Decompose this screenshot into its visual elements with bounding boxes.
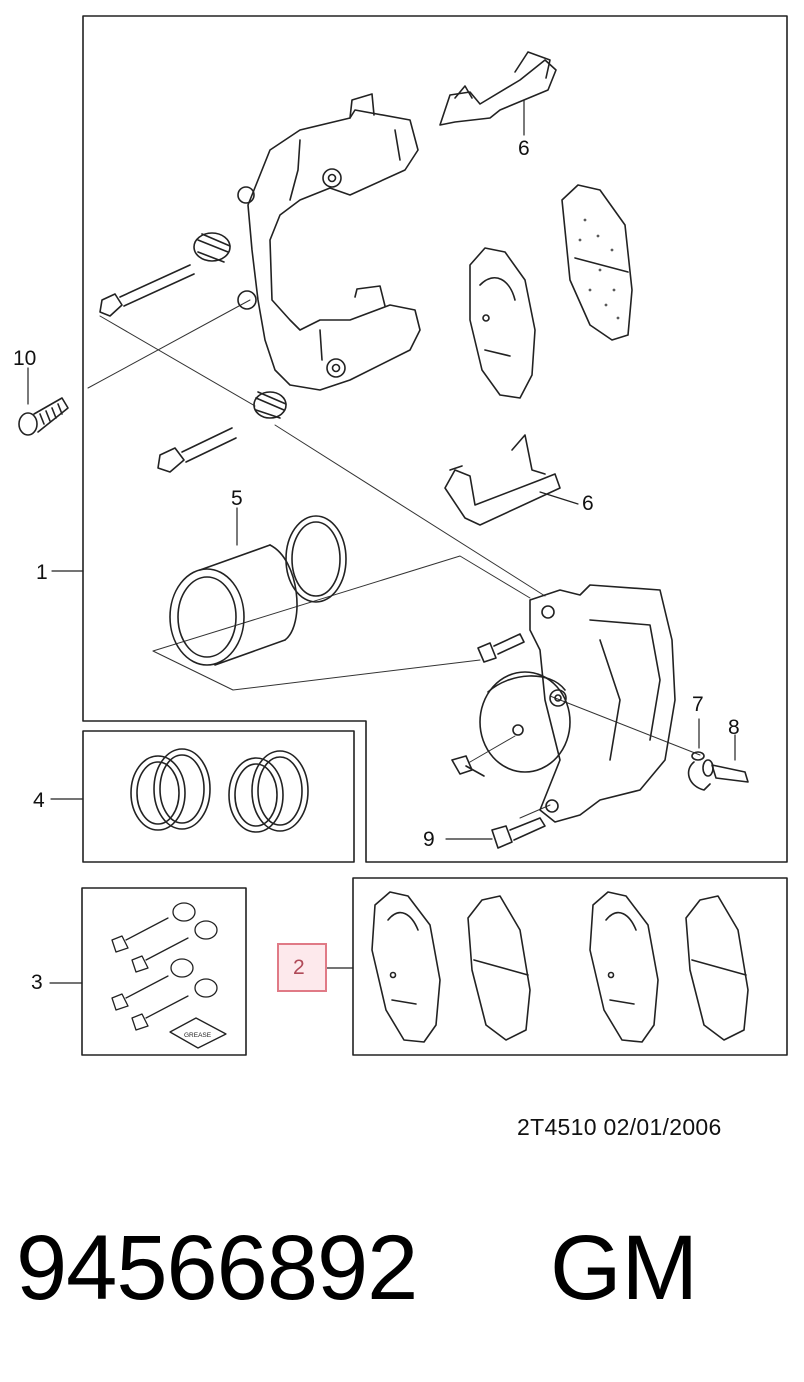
callout-8: 8 [728,716,740,739]
pin-kit-frame [81,887,247,1056]
brake-pad-inner [469,247,536,399]
callout-3: 3 [31,971,43,994]
seal-kit-frame [82,730,355,863]
caliper-bracket [237,93,421,391]
callout-4: 4 [33,789,45,812]
lower-guide-pin [157,391,287,473]
caliper-housing [479,584,676,823]
anti-rattle-clip-lower [444,434,561,526]
grease-packet [169,1017,227,1049]
bleeder-cap [687,751,711,791]
bleeder-screw [702,759,749,783]
highlight-box [277,943,327,992]
callout-9: 9 [423,828,435,851]
leader-lines [27,99,736,984]
piston-and-seal [169,515,347,666]
callout-2[interactable]: 2 [293,956,305,979]
callout-7: 7 [692,693,704,716]
pad-set-frame [352,877,788,1056]
part-number: 94566892 [16,1217,418,1319]
bolt-9 [491,817,546,849]
assembly-frame [82,15,788,863]
bleeder-left [451,755,485,777]
callout-6-lower: 6 [582,492,594,515]
callout-5: 5 [231,487,243,510]
callout-6-upper: 6 [518,137,530,160]
upper-guide-pin [99,232,231,317]
bolt-10 [18,397,69,436]
bolt-upper-housing [477,633,525,663]
seal-kit [130,748,309,833]
guide-pin-kit [111,902,227,1049]
brand-name: GM [550,1217,699,1319]
brake-pad-outer [561,184,633,341]
diagram-reference: 2T4510 02/01/2006 [517,1114,722,1140]
grease-label: GREASE [184,1032,212,1039]
callout-10: 10 [13,347,37,370]
anti-rattle-clip-upper [439,51,557,126]
pad-set [371,891,749,1043]
assembly-lines [87,299,701,819]
callout-1: 1 [36,561,48,584]
